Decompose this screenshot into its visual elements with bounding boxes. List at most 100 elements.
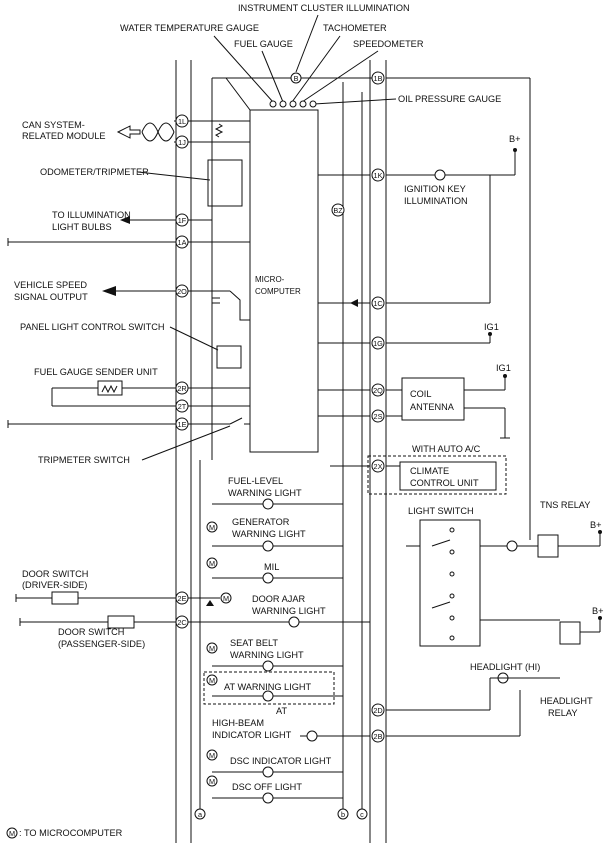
bus-a-marker — [194, 808, 206, 820]
tripmeter-switch-contact — [229, 417, 243, 425]
right-connectors: 1B B+ IGNITION KEY ILLUMINATION 1K BZ 1C… — [318, 71, 604, 743]
terminal-1B: 1B — [374, 74, 383, 83]
label-vss-1: VEHICLE SPEED — [14, 280, 87, 290]
can-arrow-icon — [116, 125, 141, 139]
svg-text:B: B — [294, 74, 299, 83]
label-odometer: ODOMETER/TRIPMETER — [40, 167, 149, 177]
label-at-note: AT — [276, 706, 287, 716]
terminal-1E: 1E — [178, 420, 187, 429]
bus-b-marker — [337, 808, 349, 820]
auto-ac-group — [367, 455, 507, 495]
door-diode-icon — [206, 600, 214, 606]
fuel-level-warning-bulb-icon — [262, 498, 274, 510]
label-ig1-1: IG1 — [484, 322, 499, 332]
microcomputer: MICRO- COMPUTER — [207, 109, 319, 453]
warning-lights: FUEL-LEVEL WARNING LIGHT GENERATOR WARNI… — [203, 476, 370, 804]
label-dsc-off: DSC OFF LIGHT — [232, 782, 302, 792]
label-light-switch: LIGHT SWITCH — [408, 506, 474, 516]
label-ig1-2: IG1 — [496, 363, 511, 373]
bus-c-label: c — [360, 810, 364, 819]
label-oil-pressure-gauge: OIL PRESSURE GAUGE — [398, 94, 501, 104]
footnote-text: : TO MICROCOMPUTER — [19, 828, 123, 838]
label-fuel-gauge: FUEL GAUGE — [234, 39, 293, 49]
terminal-BZ: BZ — [333, 206, 343, 215]
tns-bulb-icon — [506, 540, 518, 552]
terminal-1L: 1L — [178, 117, 186, 126]
label-climate-1: CLIMATE — [410, 466, 449, 476]
svg-text:M: M — [209, 777, 215, 786]
label-panel-light: PANEL LIGHT CONTROL SWITCH — [20, 322, 164, 332]
terminal-2O: 2O — [177, 287, 187, 296]
terminal-1G: 1G — [373, 339, 383, 348]
label-vss-2: SIGNAL OUTPUT — [14, 292, 88, 302]
terminal-1J: 1J — [178, 138, 186, 147]
bus-a-label: a — [198, 810, 203, 819]
door-switch-driver — [51, 591, 79, 605]
svg-text:M: M — [209, 523, 215, 532]
top-gauges: INSTRUMENT CLUSTER ILLUMINATION WATER TE… — [120, 3, 501, 460]
odometer-block — [207, 159, 243, 207]
panel-light-block — [216, 345, 242, 369]
terminal-1C: 1C — [373, 299, 382, 308]
cluster-illumination-bulb-icon — [290, 72, 302, 84]
label-door-pass-1: DOOR SWITCH — [58, 627, 124, 637]
label-door-drv-2: (DRIVER-SIDE) — [22, 580, 87, 590]
label-fuel-level-1: FUEL-LEVEL — [228, 476, 283, 486]
terminal-2E: 2E — [178, 594, 187, 603]
label-high-beam-2: INDICATOR LIGHT — [212, 730, 292, 740]
seat-belt-warning-bulb-icon — [262, 660, 274, 672]
label-instrument-cluster-illumination: INSTRUMENT CLUSTER ILLUMINATION — [238, 3, 410, 13]
terminal-2Q: 2Q — [373, 386, 383, 395]
label-at-warning: AT WARNING LIGHT — [224, 682, 312, 692]
fuel-gauge-icon — [279, 100, 287, 108]
mil-bulb-icon — [262, 572, 274, 584]
micro-label-1: MICRO- — [255, 275, 285, 284]
terminal-2R: 2R — [177, 384, 186, 393]
ignition-key-bulb-icon — [434, 169, 446, 181]
terminal-1F: 1F — [178, 216, 187, 225]
footnote: M : TO MICROCOMPUTER — [6, 827, 123, 839]
label-illum-1: TO ILLUMINATION — [52, 210, 131, 220]
bus-c-marker — [356, 808, 368, 820]
terminal-2S: 2S — [374, 412, 383, 421]
terminal-1K: 1K — [374, 171, 383, 180]
label-high-beam-1: HIGH-BEAM — [212, 718, 264, 728]
high-beam-indicator-bulb-icon — [306, 730, 318, 742]
label-tripmeter-switch: TRIPMETER SWITCH — [38, 455, 130, 465]
label-coil-2: ANTENNA — [410, 402, 455, 412]
label-seat-belt-2: WARNING LIGHT — [230, 650, 304, 660]
label-can-1: CAN SYSTEM- — [22, 120, 85, 130]
label-door-ajar-2: WARNING LIGHT — [252, 606, 326, 616]
label-headlight-relay-1: HEADLIGHT — [540, 696, 593, 706]
svg-text:M: M — [223, 594, 229, 603]
can-resistor-icon — [214, 123, 224, 138]
label-ign-key-2: ILLUMINATION — [404, 196, 468, 206]
svg-text:M: M — [209, 751, 215, 760]
label-b-plus-3: B+ — [592, 606, 604, 616]
left-connectors: CAN SYSTEM- RELATED MODULE 1L 1J ODOMETE… — [7, 114, 370, 649]
terminal-1A: 1A — [178, 238, 187, 247]
label-door-pass-2: (PASSENGER-SIDE) — [58, 639, 145, 649]
label-climate-2: CONTROL UNIT — [410, 478, 479, 488]
door-ajar-warning-bulb-icon — [288, 616, 300, 628]
label-generator-1: GENERATOR — [232, 517, 290, 527]
label-with-auto-ac: WITH AUTO A/C — [412, 444, 481, 454]
bus-lines: a b c — [194, 82, 368, 820]
label-tns-relay: TNS RELAY — [540, 500, 590, 510]
climate-control-unit — [399, 461, 497, 491]
label-fuel-sender: FUEL GAUGE SENDER UNIT — [34, 367, 158, 377]
terminal-2T: 2T — [178, 402, 187, 411]
label-headlight-hi: HEADLIGHT (HI) — [470, 662, 540, 672]
terminal-2X: 2X — [374, 462, 383, 471]
label-b-plus-1: B+ — [509, 134, 521, 144]
water-temp-gauge-icon — [269, 100, 277, 108]
coil-antenna-box — [401, 377, 465, 421]
headlight-relay — [559, 621, 581, 645]
svg-text:M: M — [209, 559, 215, 568]
svg-text:M: M — [209, 676, 215, 685]
label-generator-2: WARNING LIGHT — [232, 529, 306, 539]
label-door-drv-1: DOOR SWITCH — [22, 569, 88, 579]
bus-b-label: b — [341, 810, 345, 819]
label-coil-1: COIL — [410, 389, 431, 399]
